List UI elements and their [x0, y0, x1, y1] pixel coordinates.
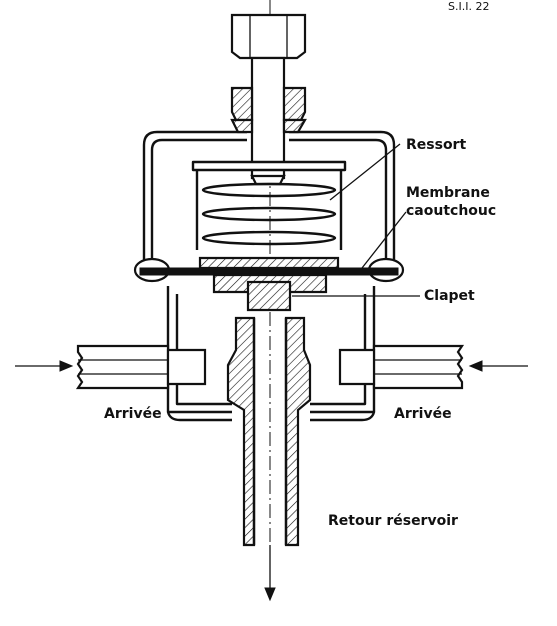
- valve-plate: [212, 273, 328, 312]
- leader-ressort: [329, 143, 401, 201]
- return-tube: [226, 316, 312, 547]
- spring: [201, 182, 337, 246]
- upper-cover: [142, 118, 396, 262]
- label-membrane-2: caoutchouc: [406, 203, 496, 219]
- flow-arrow-in-left: [15, 360, 74, 372]
- label-membrane-1: Membrane: [406, 185, 490, 201]
- flow-arrow-in-right: [468, 360, 528, 372]
- lower-body: [166, 286, 376, 422]
- spring-cup: [191, 160, 347, 250]
- corner-code: S.I.I. 22: [448, 0, 489, 13]
- inlet-left: [75, 344, 207, 390]
- label-retour: Retour réservoir: [328, 513, 458, 529]
- bolt-shank: [250, 56, 286, 180]
- bolt-head: [230, 13, 307, 60]
- leader-membrane: [361, 211, 407, 269]
- inlet-right: [338, 344, 465, 390]
- label-arrivee-left: Arrivée: [104, 406, 162, 422]
- flow-arrow-out: [264, 545, 276, 602]
- label-ressort: Ressort: [406, 137, 466, 153]
- label-arrivee-right: Arrivée: [394, 406, 452, 422]
- label-clapet: Clapet: [424, 288, 475, 304]
- rubber-membrane: [139, 256, 399, 276]
